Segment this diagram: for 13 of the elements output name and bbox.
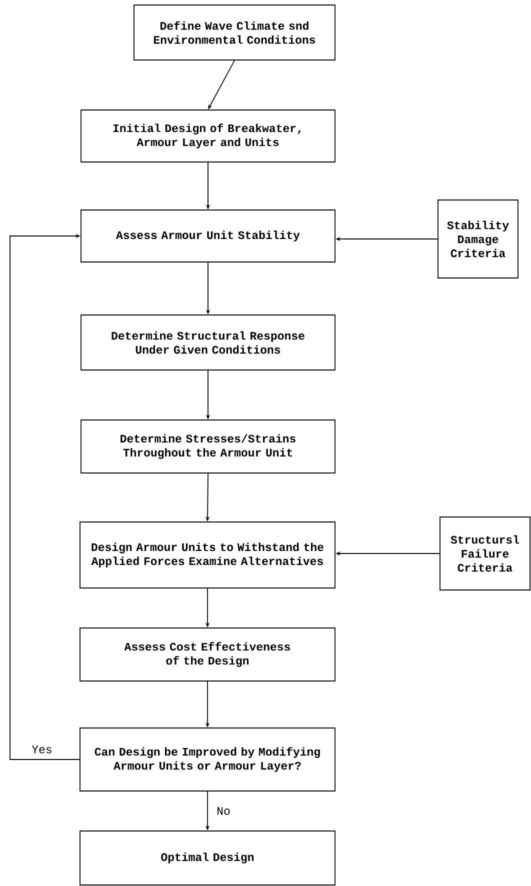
process-box: Optimal Design	[80, 830, 336, 886]
edge-label: Yes	[30, 744, 54, 754]
process-box: Assess Cost Effectiveness of the Design	[80, 628, 336, 682]
process-box: Design Armour Units to Withstand the Applied Forces Examine Alternatives	[80, 522, 336, 588]
process-box: Can Design be Improved by Modifying Armour Units or Armour Layer?	[80, 728, 336, 792]
edge-label: No	[216, 806, 232, 816]
process-box: Determine Structural Response Under Given Conditions	[80, 314, 336, 370]
process-box: Initial Design of Breakwater, Armour Layer and Units	[80, 110, 336, 162]
criteria-box: Structursl Failure Criteria	[440, 516, 530, 590]
process-box: Define Wave Climate snd Environmental Conditions	[134, 4, 336, 60]
criteria-box: Stability Damage Criteria	[438, 200, 518, 278]
process-box: Assess Armour Unit Stability	[80, 210, 336, 262]
process-box: Determine Stresses/Strains Throughout the Armour Unit	[80, 420, 336, 474]
